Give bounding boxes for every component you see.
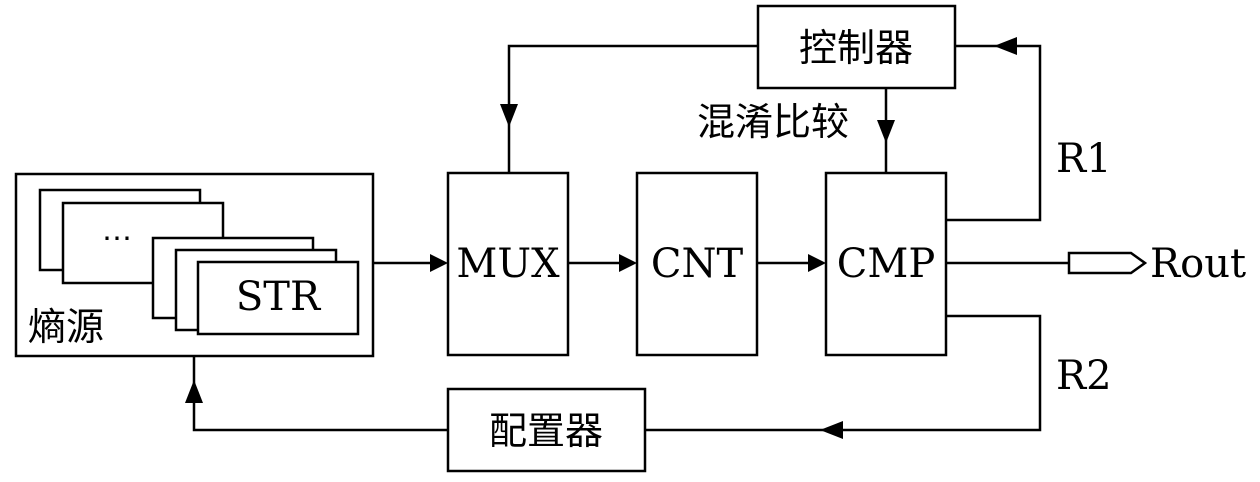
output-port-symbol	[1067, 251, 1148, 275]
entropy-source-label: 熵源	[28, 305, 104, 349]
cnt-box	[635, 171, 759, 357]
cmp-box	[824, 171, 948, 357]
cnt-label: CNT	[651, 241, 744, 287]
obfuscated-compare-label: 混淆比较	[697, 100, 849, 144]
mux-label: MUX	[456, 241, 560, 287]
configurator-label: 配置器	[489, 409, 603, 453]
wire-configurator-to-source	[192, 356, 448, 432]
controller-label: 控制器	[799, 26, 913, 70]
wire-r1-feedback	[946, 44, 1042, 222]
wire-controller-to-mux	[507, 44, 758, 173]
arrow-controller-to-mux	[500, 104, 518, 127]
ellipsis-label: ⋯	[102, 221, 132, 256]
r1-label: R1	[1056, 136, 1112, 182]
mux-box	[446, 171, 570, 357]
arrow-into-cmp	[808, 254, 826, 272]
cmp-label: CMP	[837, 241, 935, 287]
r2-label: R2	[1056, 353, 1112, 399]
arrow-r2-into-configurator	[820, 421, 843, 439]
arrow-into-mux	[430, 254, 448, 272]
arrow-into-cnt	[619, 254, 637, 272]
str-card-front	[196, 260, 360, 336]
arrow-into-entropy-source	[185, 380, 203, 403]
rout-label: Rout	[1150, 241, 1246, 287]
controller-box	[756, 4, 957, 90]
arrow-r1-into-controller	[994, 37, 1017, 55]
arrow-controller-to-cmp	[877, 120, 895, 143]
str-label: STR	[236, 274, 322, 320]
